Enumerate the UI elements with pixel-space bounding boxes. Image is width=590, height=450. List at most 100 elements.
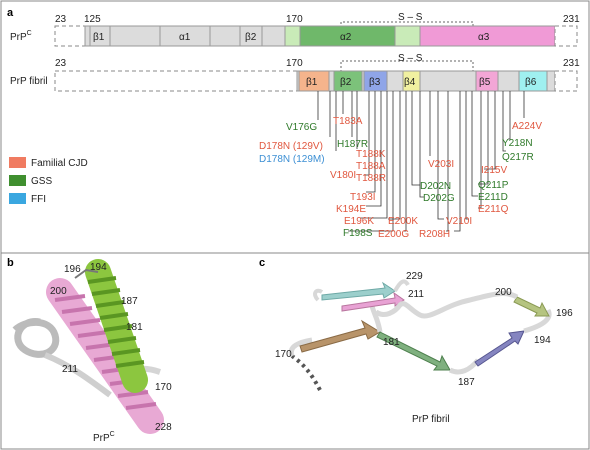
mutation-v210i: V210I (446, 216, 472, 227)
prpc-res-228: 228 (155, 422, 172, 433)
panel-b-label: b (7, 257, 14, 269)
prpc-beta2-label: β2 (245, 32, 257, 43)
fibril-num-231: 231 (563, 58, 580, 69)
mutation-e200k: E200K (388, 216, 418, 227)
fibril-beta2-arrow (376, 331, 451, 371)
legend-label-gss: GSS (31, 176, 52, 187)
mutation-e196k: E196K (344, 216, 374, 227)
prpc-loop-grey (43, 352, 112, 398)
prpc-alpha1-helix-grey (12, 318, 60, 358)
fibril-loop-6 (523, 308, 552, 334)
legend-swatch-familial-cjd (9, 157, 26, 168)
fibril-row-label: PrP fibril (10, 76, 48, 87)
fibril-beta2-label: β2 (340, 77, 352, 88)
mutation-h187r: H187R (337, 139, 368, 150)
mutation-v176g: V176G (286, 122, 317, 133)
prpc-alpha3-helix (46, 278, 164, 434)
legend-swatch-ffi (9, 193, 26, 204)
mutation-a224v: A224V (512, 121, 542, 132)
prpc-beta1-label: β1 (93, 32, 105, 43)
fibril-res-200: 200 (495, 287, 512, 298)
mutation-t188r: T188R (356, 173, 386, 184)
fibril-beta1-arrow (299, 319, 381, 353)
prpc-beta1-segment (89, 25, 111, 47)
prpc-ribbon-structure (12, 259, 164, 434)
mutation-t188k: T188K (356, 149, 386, 160)
prpc-domain-bar (54, 25, 578, 47)
fibril-disulfide-bracket (340, 60, 474, 72)
panel-a-label: a (7, 7, 14, 19)
panel-c-label: c (259, 257, 265, 269)
prpc-num-170: 170 (286, 14, 303, 25)
mutation-t193i: T193I (350, 192, 376, 203)
fibril-beta6-segment (518, 70, 548, 92)
fibril-caption: PrP fibril (412, 414, 450, 425)
mutation-v203i: V203I (428, 159, 454, 170)
legend: Familial CJD GSS FFI (9, 157, 88, 205)
fibril-res-196: 196 (556, 308, 573, 319)
prpc-alpha1-segment (159, 25, 211, 47)
mutation-d202n: D202N (420, 181, 451, 192)
fibril-loop-7 (374, 291, 519, 319)
mutation-e211q: E211Q (478, 204, 509, 215)
fibril-num-23: 23 (55, 58, 67, 69)
mutation-d178n-129v: D178N (129V) (259, 141, 323, 152)
mutation-f198s: F198S (343, 228, 373, 239)
prpc-num-231: 231 (563, 14, 580, 25)
prpc-nterm-unstructured (54, 25, 86, 47)
fibril-res-229: 229 (406, 271, 423, 282)
fibril-beta2-segment (333, 70, 363, 92)
fibril-loop-4 (313, 288, 324, 302)
fibril-ribbon-structure (288, 279, 552, 391)
fibril-beta4-label: β4 (404, 77, 416, 88)
prpc-loop-segment (284, 25, 301, 47)
mutation-t183a: T183A (333, 116, 363, 127)
prpc-alpha2-label: α2 (340, 32, 352, 43)
fibril-beta3-arrow (474, 330, 525, 367)
fibril-ss-label: S – S (398, 53, 423, 64)
legend-label-ffi: FFI (31, 194, 46, 205)
prpc-cterm-unstructured (554, 25, 578, 47)
fibril-beta5-label: β5 (479, 77, 491, 88)
mutation-d202g: D202G (423, 193, 455, 204)
fibril-beta5-segment (475, 70, 499, 92)
prpc-res-196: 196 (64, 264, 81, 275)
prpc-res-211: 211 (62, 364, 78, 375)
fibril-beta4-segment (402, 70, 421, 92)
mutation-q217r: Q217R (502, 152, 534, 163)
fibril-loop-1 (288, 337, 313, 357)
prpc-alpha1-label: α1 (179, 32, 191, 43)
fibril-beta6-arrow (321, 281, 396, 301)
mutation-r208h: R208H (419, 229, 450, 240)
mutation-e200g: E200G (378, 229, 409, 240)
mutation-t188a: T188A (356, 161, 386, 172)
fibril-cterm-unstructured (554, 70, 578, 92)
prpc-res-170: 170 (155, 382, 172, 393)
fibril-beta4-arrow (513, 296, 550, 317)
legend-swatch-gss (9, 175, 26, 186)
prpc-row-label: PrPC (10, 30, 32, 43)
fibril-num-170: 170 (286, 58, 303, 69)
prpc-res-181: 181 (126, 322, 143, 333)
fibril-beta1-segment (298, 70, 330, 92)
fibril-res-170: 170 (275, 349, 292, 360)
mutation-q211p: Q211P (478, 180, 509, 191)
fibril-beta6-label: β6 (525, 77, 537, 88)
fibril-loop-3 (393, 279, 410, 292)
mutation-y218n: Y218N (502, 138, 533, 149)
prpc-alpha2-helix (85, 259, 148, 393)
mutation-leader-lines (317, 91, 525, 232)
prpc-res-200: 200 (50, 286, 67, 297)
prpc-res-187: 187 (121, 296, 138, 307)
prpc-linker-segment (394, 25, 421, 47)
fibril-res-211: 211 (408, 289, 424, 300)
fibril-beta3-segment (363, 70, 388, 92)
mutation-i215v: I215V (481, 165, 507, 176)
mutation-k194e: K194E (336, 204, 366, 215)
fibril-res-194: 194 (534, 335, 551, 346)
mutation-labels: V176G D178N (129V) D178N (129M) V180I T1… (259, 116, 542, 240)
fibril-disordered-nterm (290, 354, 322, 391)
prpc-ss-label: S – S (398, 12, 423, 23)
